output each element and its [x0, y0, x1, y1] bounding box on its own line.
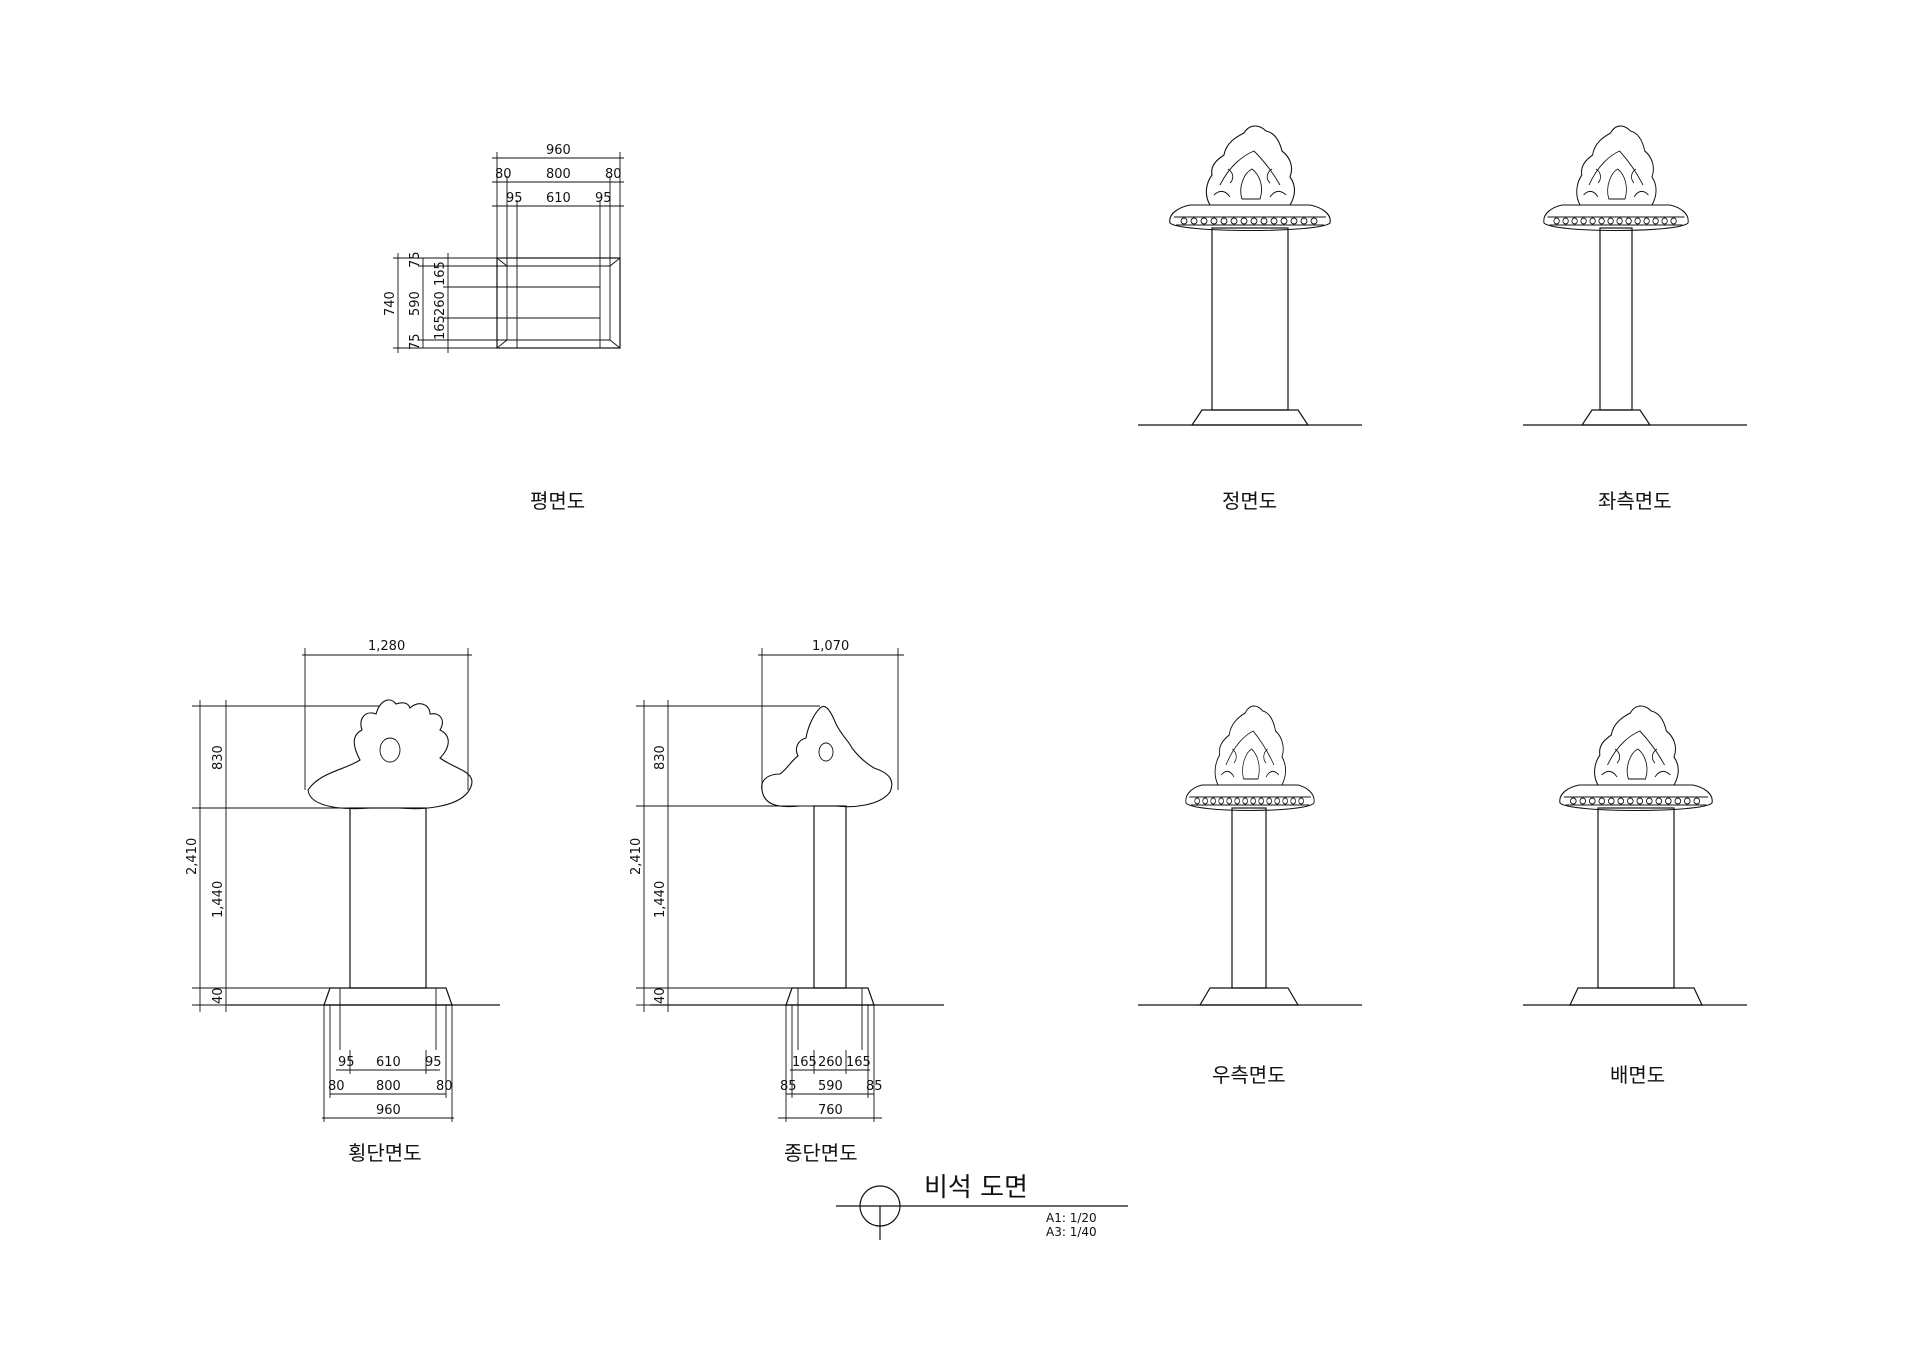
cross-dim-40: 40	[211, 987, 226, 1004]
plan-dim-80a: 80	[495, 167, 512, 182]
plan-dim-165b: 165	[433, 315, 448, 340]
cross-dim-830: 830	[211, 745, 226, 770]
long-dim-top: 1,070	[812, 639, 849, 654]
cross-dim-b95a: 95	[338, 1055, 355, 1070]
longitudinal-section-view: 1,070 2,410 830 1,440 40 165 260 165 85 …	[629, 639, 944, 1165]
long-dim-b165b: 165	[846, 1055, 871, 1070]
front-view-label: 정면도	[1222, 489, 1277, 513]
cross-section-view: 1,280 2,410 830 1,440 40 95 610 95 80 80…	[185, 639, 500, 1165]
cross-dim-b610: 610	[376, 1055, 401, 1070]
longitudinal-section-label: 종단면도	[784, 1141, 858, 1165]
plan-dim-95b: 95	[595, 191, 612, 206]
plan-dim-165a: 165	[433, 261, 448, 286]
cross-dim-1440: 1,440	[211, 881, 226, 918]
right-side-view-label: 우측면도	[1212, 1063, 1286, 1087]
plan-dim-590: 590	[408, 291, 423, 316]
plan-dim-740: 740	[383, 291, 398, 316]
right-side-view: 우측면도	[1138, 705, 1362, 1087]
long-dim-b760: 760	[818, 1103, 843, 1118]
front-view: 정면도	[1138, 125, 1362, 513]
plan-dim-75b: 75	[408, 333, 423, 350]
scale-a1: A1: 1/20	[1046, 1211, 1097, 1225]
plan-dim-75a: 75	[408, 251, 423, 268]
cross-dim-b80a: 80	[328, 1079, 345, 1094]
long-dim-40: 40	[653, 987, 668, 1004]
cross-dim-b800: 800	[376, 1079, 401, 1094]
long-dim-total: 2,410	[629, 838, 644, 875]
scale-a3: A3: 1/40	[1046, 1225, 1097, 1239]
long-dim-b260: 260	[818, 1055, 843, 1070]
cross-dim-b960: 960	[376, 1103, 401, 1118]
drawing-title: 비석 도면	[924, 1173, 1028, 1203]
plan-dim-800: 800	[546, 167, 571, 182]
cross-dim-total: 2,410	[185, 838, 200, 875]
long-dim-b85b: 85	[866, 1079, 883, 1094]
left-side-view-label: 좌측면도	[1598, 489, 1672, 513]
cross-dim-b80b: 80	[436, 1079, 453, 1094]
cross-dim-top: 1,280	[368, 639, 405, 654]
left-side-view: 좌측면도	[1523, 125, 1747, 513]
title-block: 비석 도면 A1: 1/20 A3: 1/40	[836, 1173, 1128, 1240]
plan-dim-80b: 80	[605, 167, 622, 182]
plan-dim-610: 610	[546, 191, 571, 206]
long-dim-b165a: 165	[792, 1055, 817, 1070]
plan-dim-260: 260	[433, 291, 448, 316]
cross-dim-b95b: 95	[425, 1055, 442, 1070]
back-view: 배면도	[1523, 705, 1747, 1087]
long-dim-1440: 1,440	[653, 881, 668, 918]
cross-section-label: 횡단면도	[348, 1141, 422, 1165]
plan-view-label: 평면도	[530, 489, 585, 513]
back-view-label: 배면도	[1610, 1063, 1665, 1087]
plan-view: 960 80 800 80 95 610 95 740 590 75 165 2…	[383, 143, 624, 513]
plan-dim-95a: 95	[506, 191, 523, 206]
long-dim-b85a: 85	[780, 1079, 797, 1094]
plan-dim-960: 960	[546, 143, 571, 158]
long-dim-830: 830	[653, 745, 668, 770]
long-dim-b590: 590	[818, 1079, 843, 1094]
